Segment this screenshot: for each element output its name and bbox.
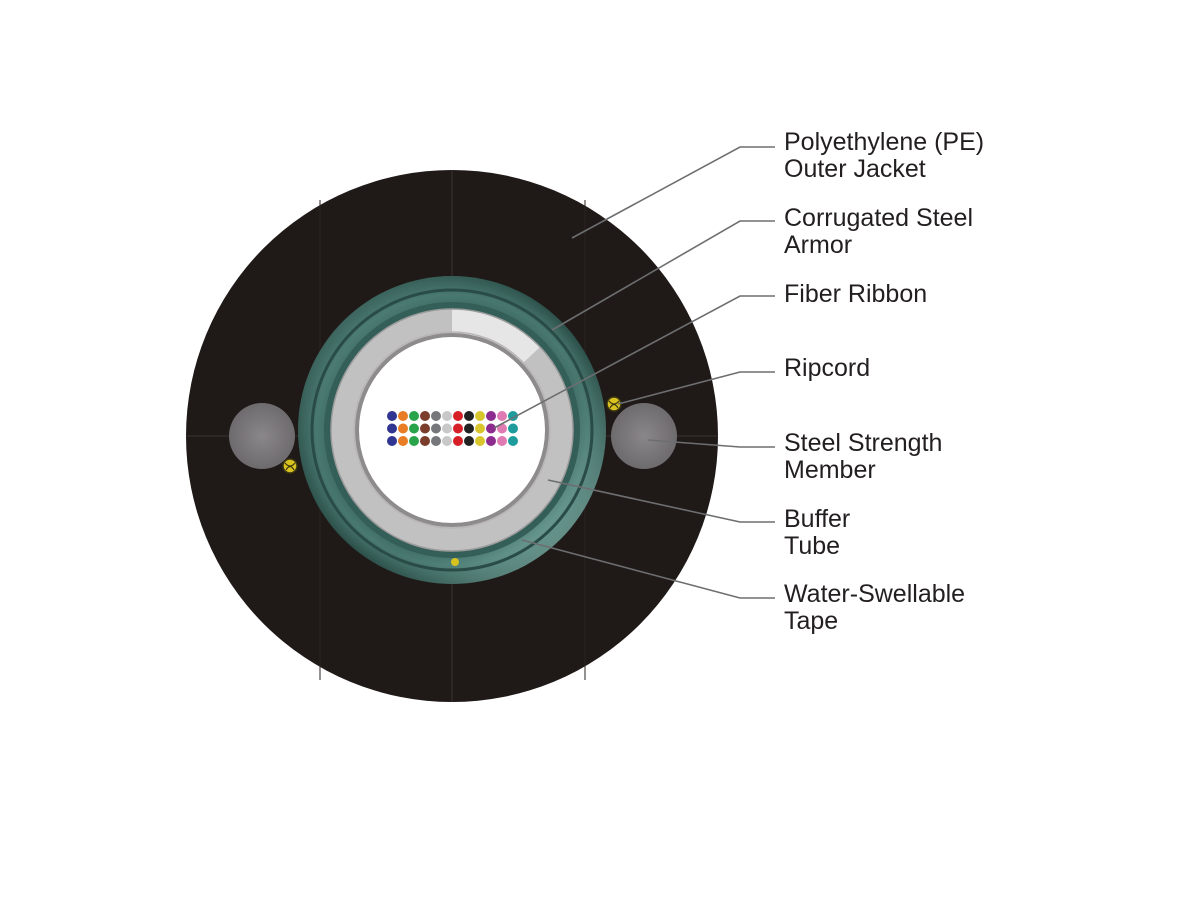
fiber-2-11 (497, 423, 507, 434)
fiber-2-9 (475, 423, 485, 434)
label-ripcord: Ripcord (784, 355, 870, 382)
label-water-tape-line1: Water-Swellable (784, 580, 966, 608)
leader-outer-jacket (571, 146, 775, 239)
fiber-ribbon-stack (387, 411, 518, 446)
leader-buffer-tube (547, 479, 775, 523)
fiber-1-10 (486, 411, 496, 421)
strength-member-left (229, 403, 295, 469)
fiber-3-5 (431, 436, 441, 446)
label-strength-member-line1: Steel Strength (784, 429, 943, 457)
fiber-1-4 (420, 411, 430, 421)
ripcord-left (282, 458, 298, 474)
fiber-3-8 (464, 436, 474, 446)
fiber-2-12 (508, 423, 518, 434)
label-buffer-tube-line1: Buffer (784, 505, 851, 533)
label-water-tape: Water-Swellable Tape (784, 581, 965, 635)
fiber-2-7 (453, 423, 463, 434)
leader-water-tape (521, 539, 775, 599)
fiber-3-3 (409, 436, 419, 446)
fiber-2-3 (409, 423, 419, 434)
fiber-2-10 (486, 423, 496, 434)
fiber-3-7 (453, 436, 463, 446)
fiber-2-8 (464, 423, 474, 434)
label-steel-armor-line2: Armor (784, 231, 853, 259)
leader-lines (493, 146, 775, 599)
label-strength-member-line2: Member (784, 456, 876, 484)
label-water-tape-line2: Tape (784, 607, 839, 635)
label-outer-jacket: Polyethylene (PE) Outer Jacket (784, 129, 984, 183)
fiber-3-9 (475, 436, 485, 446)
tape-edge (330, 308, 574, 552)
armor-seam-mark (451, 558, 459, 566)
fiber-1-7 (453, 411, 463, 421)
label-steel-armor: Corrugated Steel Armor (784, 205, 973, 259)
fiber-1-3 (409, 411, 419, 421)
fiber-2-1 (387, 423, 397, 434)
label-ripcord-line1: Ripcord (784, 354, 871, 382)
buffer-tube-outline (353, 331, 551, 529)
leader-steel-armor (551, 220, 775, 331)
label-outer-jacket-line1: Polyethylene (PE) (784, 128, 985, 156)
label-steel-armor-line1: Corrugated Steel (784, 204, 974, 232)
leader-strength-member (647, 439, 775, 448)
fiber-3-2 (398, 436, 408, 446)
fiber-1-5 (431, 411, 441, 421)
strength-member-right (611, 403, 677, 469)
fiber-1-8 (464, 411, 474, 421)
fiber-2-6 (442, 423, 452, 434)
fiber-3-6 (442, 436, 452, 446)
fiber-2-4 (420, 423, 430, 434)
fiber-3-4 (420, 436, 430, 446)
label-fiber-ribbon-line1: Fiber Ribbon (784, 280, 928, 308)
buffer-tube (355, 333, 549, 527)
fiber-1-1 (387, 411, 397, 421)
label-fiber-ribbon: Fiber Ribbon (784, 281, 927, 308)
label-outer-jacket-line2: Outer Jacket (784, 155, 926, 183)
fiber-1-9 (475, 411, 485, 421)
label-buffer-tube-line2: Tube (784, 532, 841, 560)
leader-fiber-ribbon (493, 295, 775, 429)
label-strength-member: Steel Strength Member (784, 430, 942, 484)
fiber-1-2 (398, 411, 408, 421)
fiber-3-10 (486, 436, 496, 446)
steel-armor-ridge (310, 288, 594, 572)
fiber-2-2 (398, 423, 408, 434)
fiber-3-12 (508, 436, 518, 446)
fiber-1-6 (442, 411, 452, 421)
label-buffer-tube: Buffer Tube (784, 506, 850, 560)
leader-ripcord (617, 371, 775, 405)
fiber-3-1 (387, 436, 397, 446)
fiber-2-5 (431, 423, 441, 434)
fiber-3-11 (497, 436, 507, 446)
fiber-1-11 (497, 411, 507, 421)
